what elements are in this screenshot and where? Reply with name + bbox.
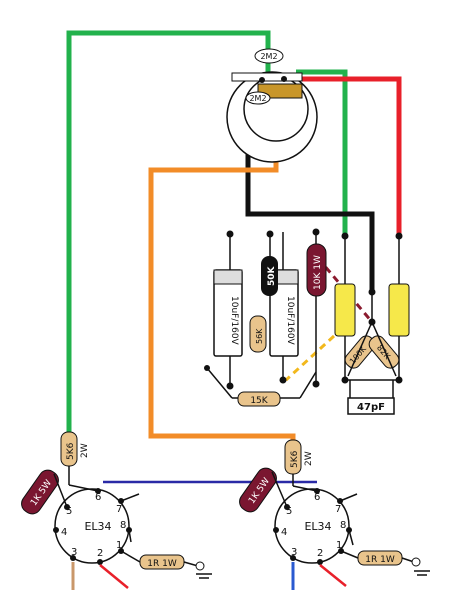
svg-text:5: 5 — [286, 506, 292, 517]
cap-47pf: 47pF — [347, 380, 395, 415]
svg-text:2W: 2W — [80, 443, 90, 458]
cap-10uf-1: 10uF/160V — [213, 269, 243, 357]
cap1-label: 10uF/160V — [229, 296, 239, 346]
cap-yellow-left — [334, 283, 356, 337]
cap-yellow-right — [388, 283, 410, 337]
resistor-82k: 82K — [368, 335, 400, 369]
resistor-15k: 15K — [237, 391, 281, 407]
svg-text:5: 5 — [66, 506, 72, 517]
res-10k1w-label: 10K 1W — [313, 255, 323, 290]
res-56k-label: 56K — [255, 328, 264, 344]
svg-text:5K6: 5K6 — [290, 450, 300, 468]
svg-text:3: 3 — [71, 547, 77, 558]
svg-text:1: 1 — [336, 540, 342, 551]
pot-bottom-label: 2M2 — [249, 94, 266, 103]
svg-text:8: 8 — [340, 520, 346, 531]
svg-text:8: 8 — [120, 520, 126, 531]
resistor-10k-1w: 10K 1W — [306, 243, 327, 297]
cap-47pf-label: 47pF — [357, 402, 385, 413]
svg-text:7: 7 — [116, 504, 122, 515]
tube-right-name: EL34 — [304, 520, 331, 533]
svg-text:7: 7 — [335, 504, 341, 515]
resistor-100k: 100K — [344, 335, 376, 369]
tube-right: EL34 6 7 5 4 8 1 2 3 5K6 2W 1K 5W 1R 1W — [239, 439, 430, 590]
svg-text:6: 6 — [314, 492, 320, 503]
svg-text:6: 6 — [95, 492, 101, 503]
tube-left: EL34 6 7 5 4 8 1 2 3 5K6 2W 1K 5W 1R 1W — [21, 431, 212, 590]
svg-text:5K6: 5K6 — [66, 442, 76, 460]
svg-text:2: 2 — [97, 548, 103, 559]
svg-text:1: 1 — [116, 540, 122, 551]
svg-text:1R 1W: 1R 1W — [365, 555, 395, 565]
resistor-56k: 56K — [249, 315, 267, 353]
res-50k-label: 50K — [267, 265, 277, 286]
resistor-50k: 50K — [261, 256, 278, 296]
svg-text:1R 1W: 1R 1W — [147, 559, 177, 569]
svg-text:4: 4 — [61, 527, 67, 538]
junction-dots — [204, 228, 403, 390]
green-wire-right — [296, 69, 348, 236]
cap2-label: 10uF/160V — [285, 296, 295, 346]
pot-top-label: 2M2 — [260, 52, 277, 61]
pot-2m2: 2M2 2M2 — [226, 48, 318, 163]
svg-text:4: 4 — [281, 527, 287, 538]
red-wire — [292, 76, 402, 236]
svg-text:3: 3 — [291, 547, 297, 558]
res-15k-label: 15K — [250, 396, 268, 406]
svg-text:2: 2 — [317, 548, 323, 559]
svg-text:2W: 2W — [304, 451, 314, 466]
tube-left-name: EL34 — [84, 520, 111, 533]
yellow-dashed-wire — [284, 334, 336, 382]
